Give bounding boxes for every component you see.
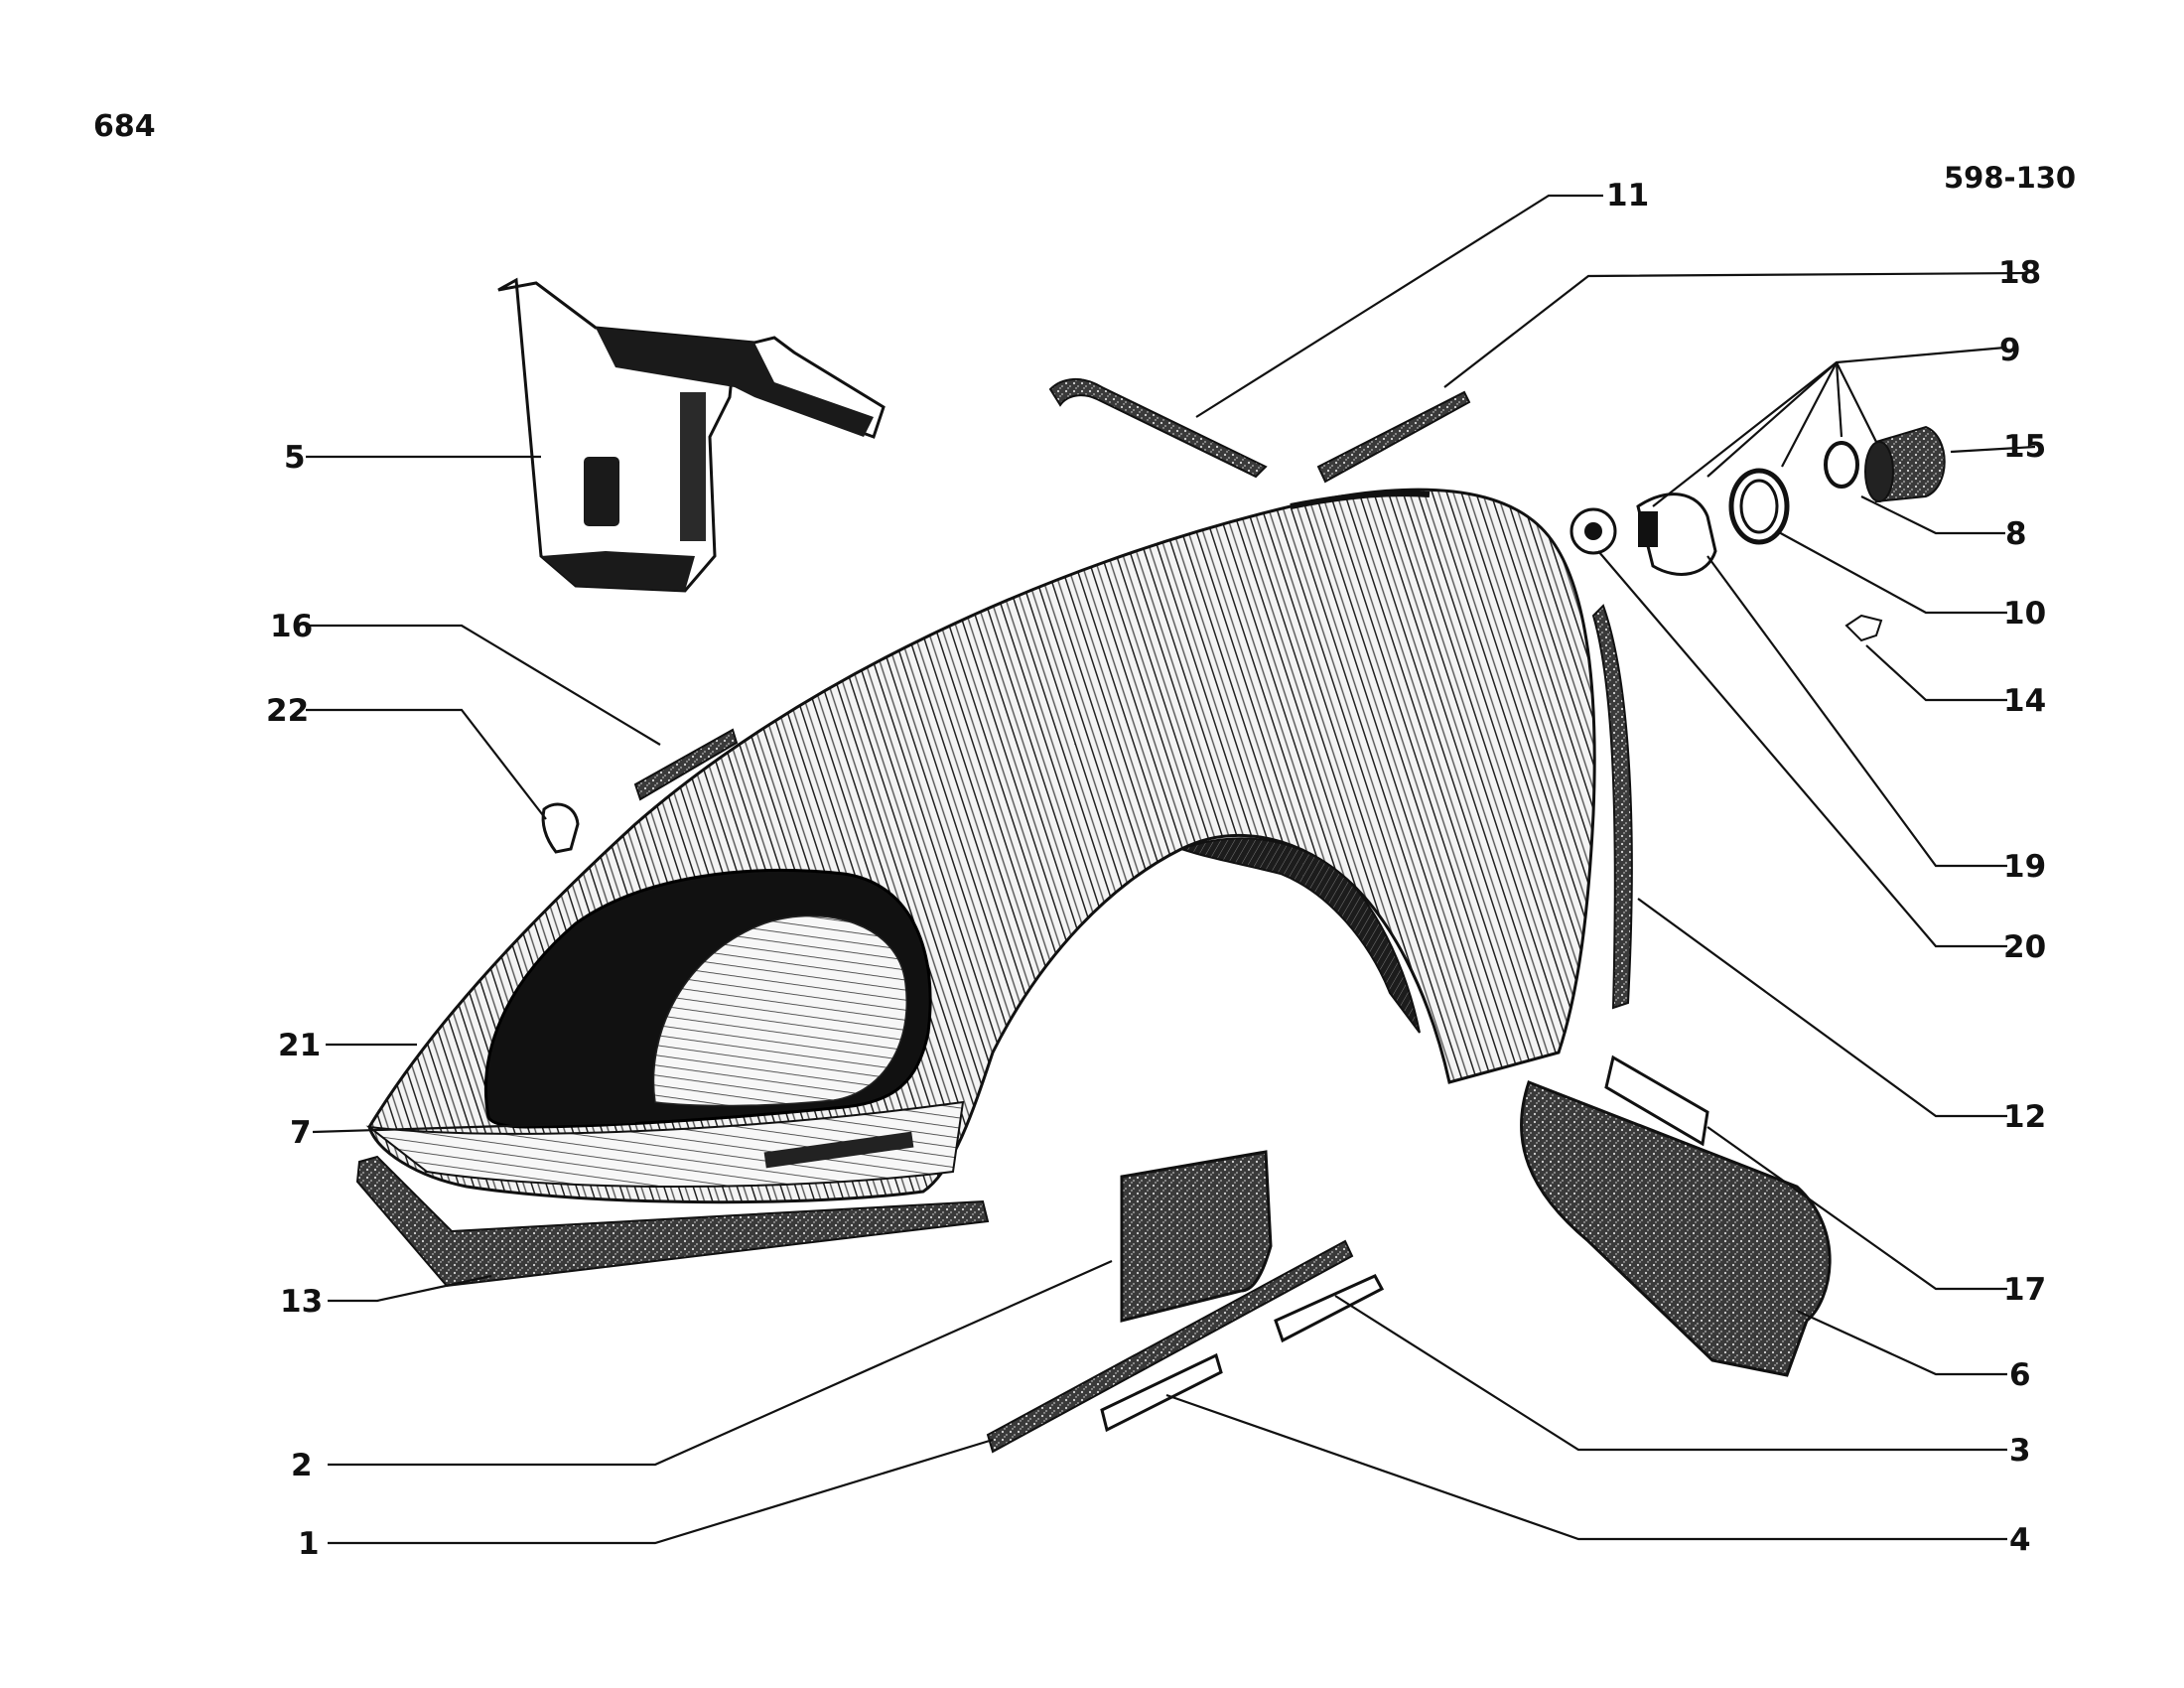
callout-19: 19 bbox=[2003, 849, 2046, 885]
strip-18 bbox=[1316, 390, 1471, 484]
callout-7: 7 bbox=[290, 1115, 312, 1151]
callout-3: 3 bbox=[2009, 1433, 2031, 1469]
clip-16 bbox=[633, 728, 739, 801]
callout-22: 22 bbox=[266, 693, 309, 729]
callout-12: 12 bbox=[2003, 1099, 2046, 1135]
callout-15: 15 bbox=[2003, 429, 2046, 465]
callout-8: 8 bbox=[2005, 516, 2027, 552]
pad-6 bbox=[1520, 1080, 1832, 1377]
callout-10: 10 bbox=[2003, 596, 2046, 632]
plate-4 bbox=[1100, 1352, 1223, 1433]
callout-21: 21 bbox=[278, 1028, 321, 1063]
leader-lines bbox=[306, 194, 2036, 1545]
callout-numbers: 11 18 9 15 8 10 14 19 20 12 17 6 3 4 5 1… bbox=[266, 178, 2046, 1562]
callout-13: 13 bbox=[280, 1284, 323, 1320]
strip-1 bbox=[986, 1239, 1354, 1454]
lamp-socket-assembly bbox=[1570, 425, 1946, 642]
plate-17 bbox=[1604, 1055, 1709, 1147]
callout-20: 20 bbox=[2003, 929, 2046, 965]
callout-17: 17 bbox=[2003, 1272, 2046, 1308]
strip-11 bbox=[1048, 378, 1268, 479]
callout-11: 11 bbox=[1606, 178, 1649, 213]
callout-16: 16 bbox=[270, 609, 313, 644]
support-bracket bbox=[497, 277, 886, 593]
callout-5: 5 bbox=[284, 440, 306, 476]
strip-13 bbox=[355, 1155, 990, 1288]
callout-18: 18 bbox=[1998, 255, 2041, 291]
callout-2: 2 bbox=[291, 1448, 313, 1483]
plate-3 bbox=[1274, 1274, 1385, 1343]
page-number: 684 bbox=[93, 109, 156, 144]
strip-12 bbox=[1591, 604, 1633, 1010]
clip-22 bbox=[541, 802, 580, 854]
front-fender bbox=[365, 488, 1596, 1204]
callout-6: 6 bbox=[2009, 1357, 2031, 1393]
callout-9: 9 bbox=[1999, 333, 2021, 368]
pad-2 bbox=[1120, 1150, 1273, 1323]
callout-1: 1 bbox=[298, 1526, 320, 1562]
callout-4: 4 bbox=[2009, 1522, 2031, 1558]
drawing-code: 598-130 bbox=[1944, 161, 2077, 195]
callout-14: 14 bbox=[2003, 683, 2046, 719]
